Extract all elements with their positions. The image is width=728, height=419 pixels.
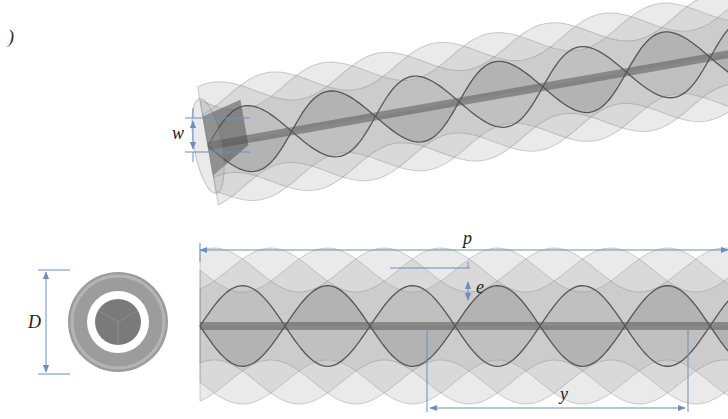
tube-end [186,96,230,195]
tape-face [202,19,728,179]
panel-mark: ) [8,28,14,46]
tube-lobe [200,248,728,404]
tube-3d-view [197,0,728,207]
tape-edge [200,286,728,367]
tape-face [200,286,728,367]
tape-edge [202,19,728,179]
tube-lobe [200,248,728,404]
dimension-label: y [560,385,568,403]
dimension-lines [38,108,728,412]
tube-side-view [200,248,728,404]
dimension-label: p [463,229,472,247]
cross-section [68,272,168,372]
tape-edge [202,19,728,179]
tape-centre-band [200,322,728,330]
tube-lobe [197,0,728,207]
tape-edge [200,286,728,367]
tape-face [202,19,728,179]
tube-lobe [197,0,728,207]
tube-lobe [197,0,728,207]
dimension-label: e [476,278,484,296]
dimension-label: D [28,313,41,331]
tube-lobe [200,248,728,404]
tape-face [200,286,728,367]
dimension-label: w [172,124,184,142]
tape-centre-band [207,47,728,150]
